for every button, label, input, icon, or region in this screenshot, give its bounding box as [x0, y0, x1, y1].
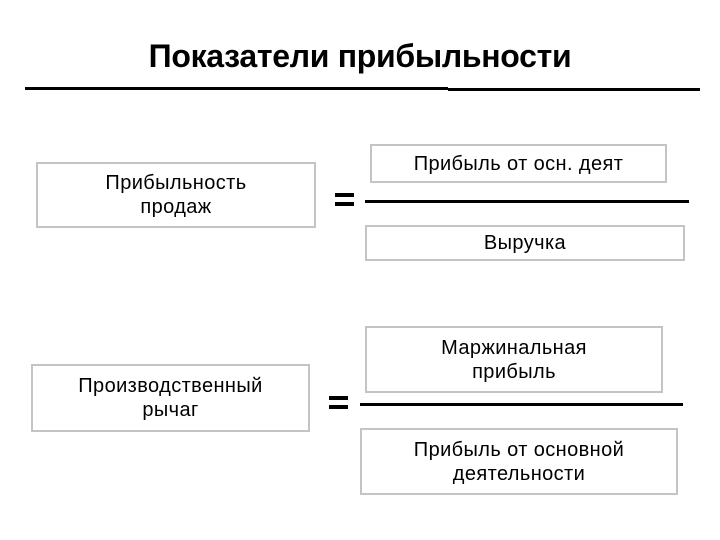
slide-title: Показатели прибыльности	[148, 38, 572, 74]
numerator-label: Прибыль от осн. деят	[413, 152, 624, 175]
lhs-label-line: Прибыльность	[105, 172, 247, 194]
numerator-box-operating-profit: Прибыль от осн. деят	[370, 144, 667, 183]
denominator-label-line: Прибыль от основной	[413, 438, 625, 461]
title-underline-left	[25, 87, 448, 90]
lhs-label-line: рычаг	[142, 399, 199, 421]
title-underline-right	[448, 88, 700, 91]
numerator-label-line: Маржинальная	[441, 336, 587, 359]
denominator-box-revenue: Выручка	[365, 225, 685, 261]
equals-sign-icon	[335, 193, 354, 206]
equals-sign-icon	[329, 396, 348, 409]
denominator-label-line: деятельности	[452, 462, 586, 485]
numerator-box-marginal-profit: Маржинальная прибыль	[365, 326, 663, 393]
numerator-label-line: прибыль	[472, 360, 556, 383]
denominator-label: Выручка	[483, 232, 567, 254]
lhs-box-operating-leverage: Производственный рычаг	[31, 364, 310, 432]
fraction-bar	[360, 403, 683, 406]
fraction-bar	[365, 200, 689, 203]
denominator-box-operating-profit: Прибыль от основной деятельности	[360, 428, 678, 495]
lhs-box-sales-profitability: Прибыльность продаж	[36, 162, 316, 228]
lhs-label-line: продаж	[140, 196, 212, 218]
lhs-label-line: Производственный	[78, 375, 263, 397]
